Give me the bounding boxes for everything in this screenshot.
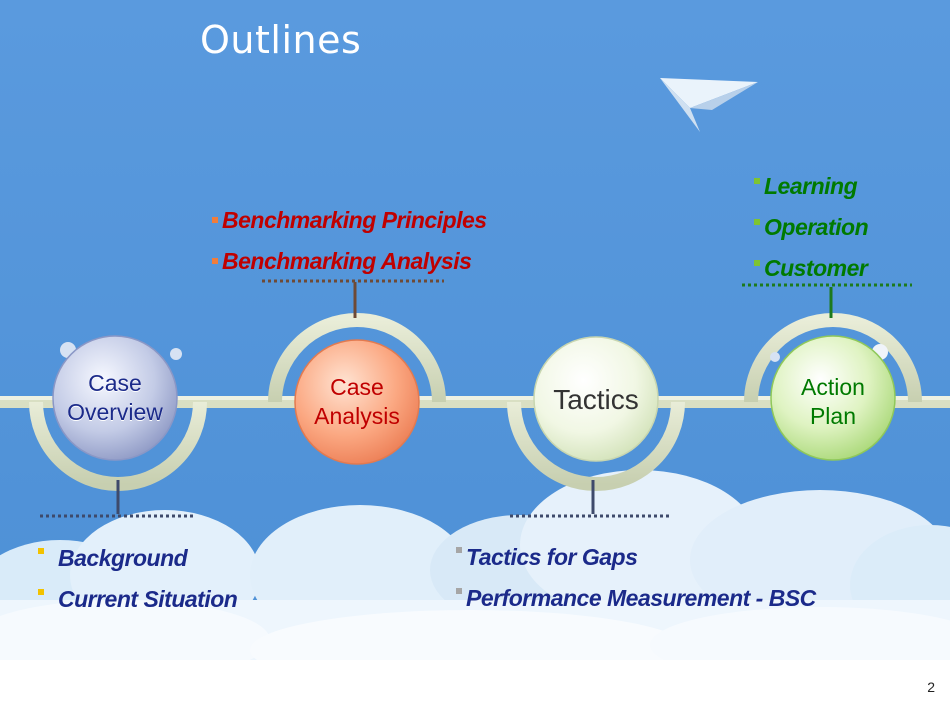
bullet-icon	[212, 217, 218, 223]
tactics-node[interactable]	[533, 336, 659, 462]
action-plan-line2: Plan	[809, 403, 857, 429]
case-analysis-line1: Case	[330, 374, 384, 401]
tactics-list: Tactics for Gaps Performance Measurement…	[456, 537, 816, 619]
case-analysis-list: Benchmarking Principles Benchmarking Ana…	[212, 200, 487, 282]
action-plan-node[interactable]	[770, 335, 896, 461]
tactics-text: Tactics	[553, 383, 639, 415]
list-item: Customer	[754, 248, 868, 289]
case-overview-node[interactable]	[52, 335, 178, 461]
bullet-icon	[754, 178, 760, 184]
paper-plane-icon	[660, 78, 758, 132]
bullet-icon	[456, 588, 462, 594]
list-item: Current Situation	[38, 579, 238, 620]
bullet-icon	[38, 548, 44, 554]
timeline-track	[0, 396, 950, 408]
action-plan-line1: Action	[801, 374, 865, 401]
action-plan-list: Learning Operation Customer	[754, 166, 869, 289]
case-overview-line1: Case	[88, 370, 142, 397]
bullet-icon	[456, 547, 462, 553]
bullet-icon	[754, 219, 760, 225]
node-rings	[29, 313, 922, 491]
clouds	[0, 470, 950, 713]
list-item: Learning	[754, 166, 868, 207]
bullet-icon	[212, 258, 218, 264]
bullet-icon	[38, 589, 44, 595]
case-overview-list: Background Current Situation	[38, 538, 238, 620]
tactics-label: Tactics	[534, 337, 658, 461]
list-item: Background	[38, 538, 237, 579]
case-analysis-node[interactable]	[294, 339, 420, 465]
page-number: 2	[927, 679, 935, 695]
list-item: Performance Measurement - BSC	[456, 578, 816, 619]
case-analysis-line2: Analysis	[314, 403, 400, 429]
bullet-icon	[754, 260, 760, 266]
slide-title: Outlines	[200, 18, 362, 62]
connectors	[40, 279, 912, 518]
list-item: Benchmarking Principles	[212, 200, 487, 241]
case-overview-line2: Overview	[67, 399, 163, 425]
list-item: Tactics for Gaps	[456, 537, 816, 578]
list-item: Operation	[754, 207, 869, 248]
list-item: Benchmarking Analysis	[212, 241, 487, 282]
